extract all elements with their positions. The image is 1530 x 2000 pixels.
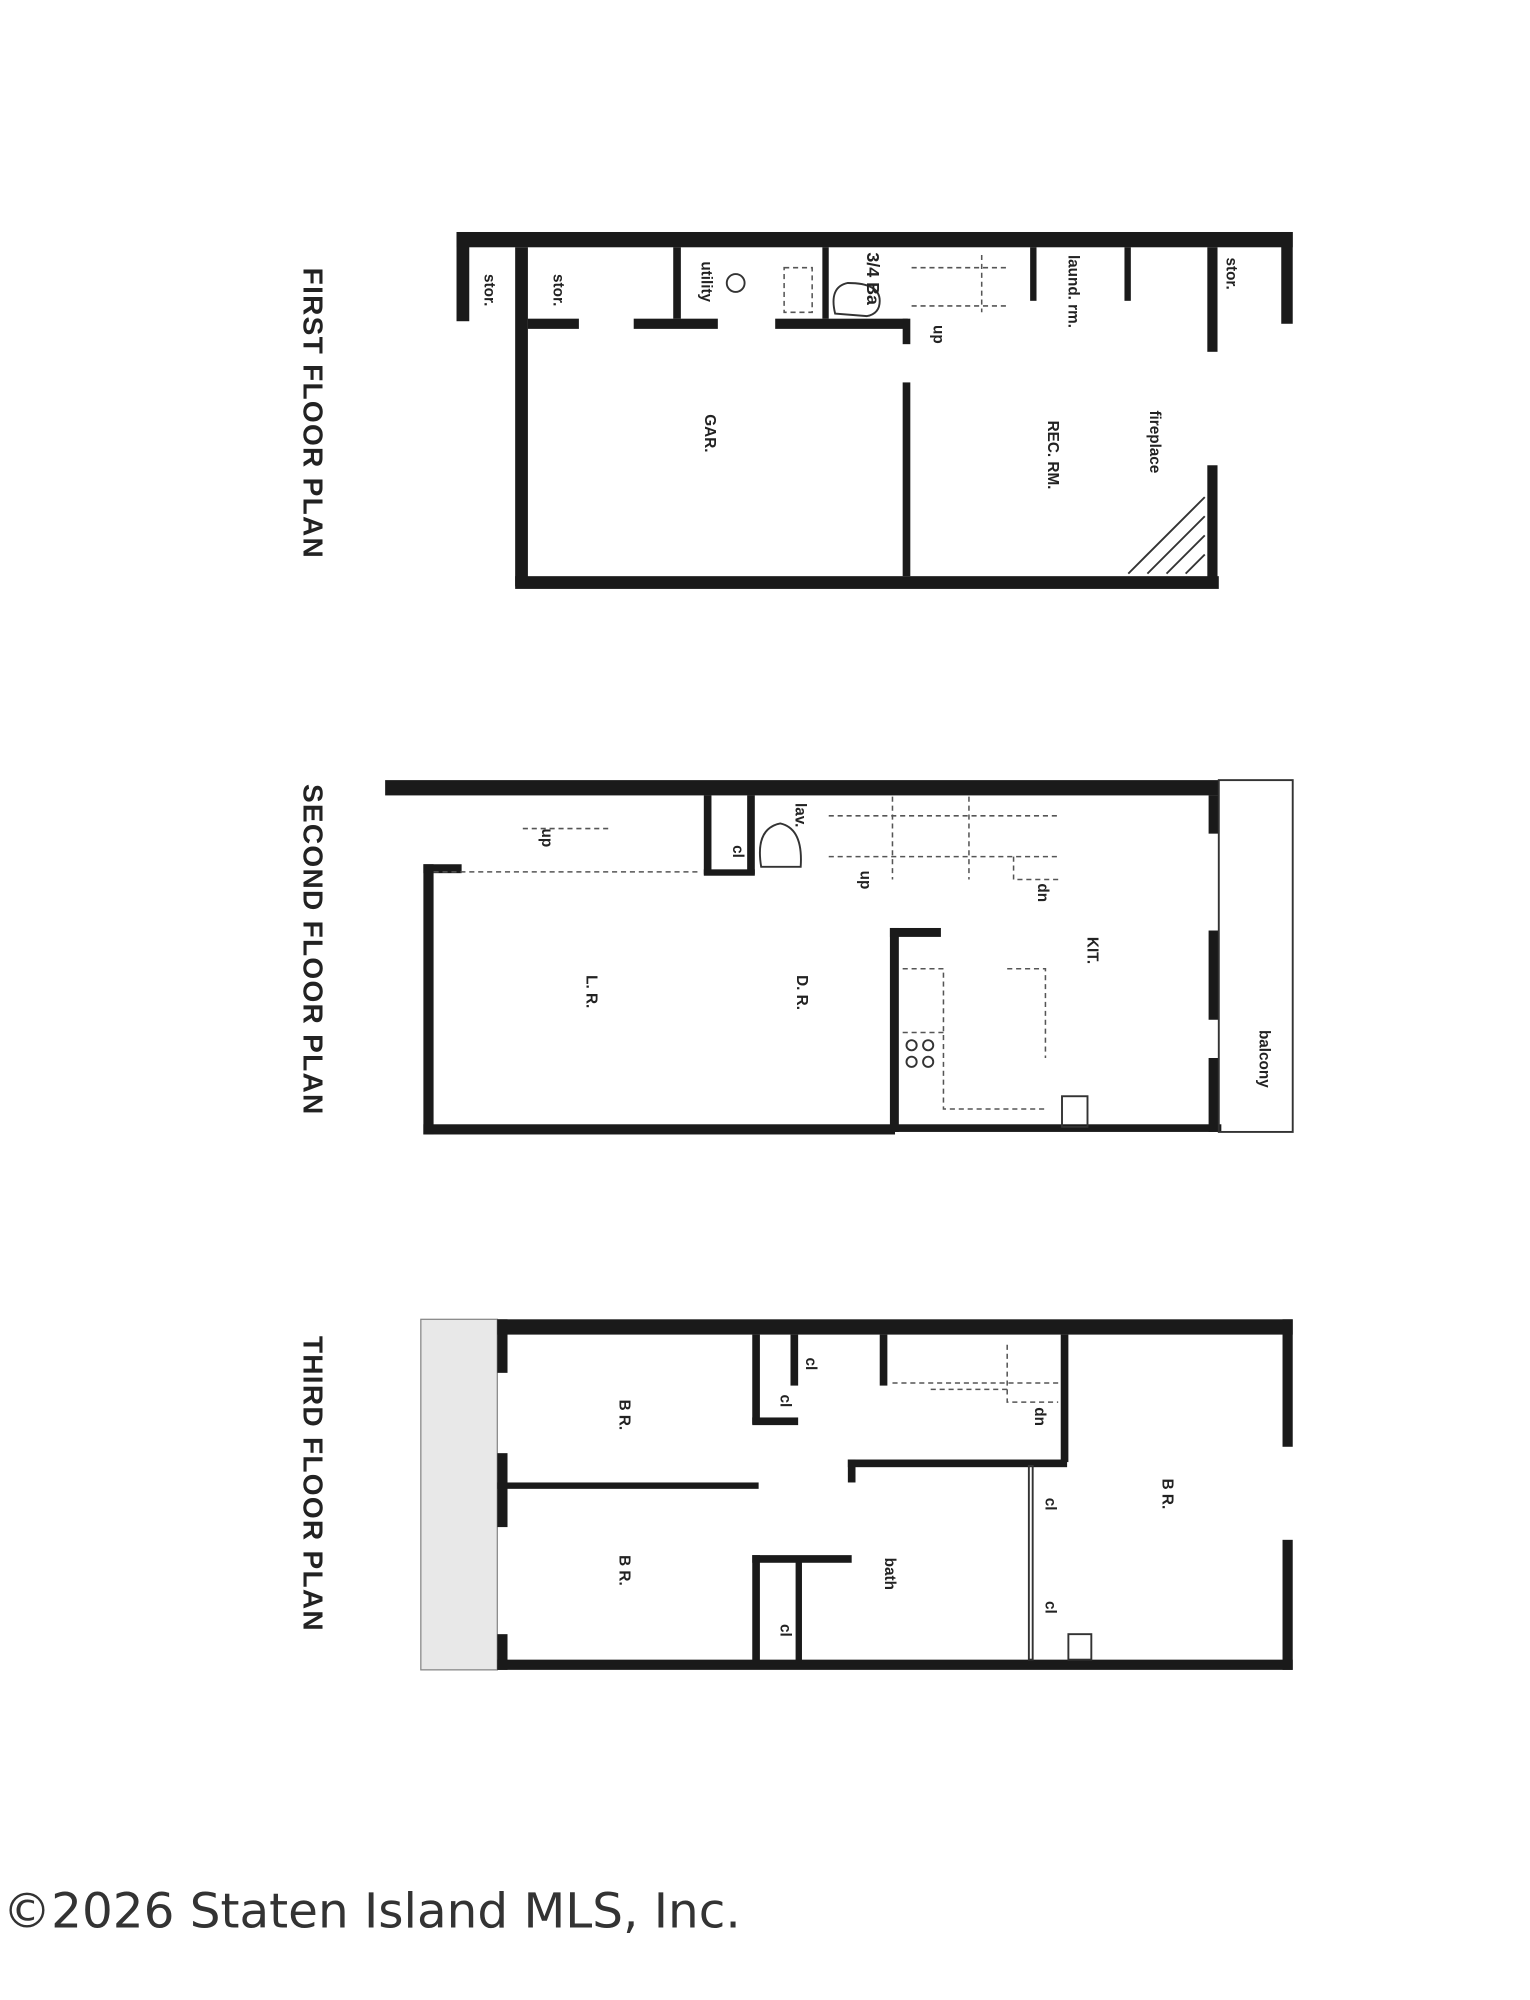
label-lav: lav.	[792, 803, 809, 827]
label-stor-left: stor.	[481, 274, 498, 306]
label-bath: 3/4 Ba	[863, 252, 883, 306]
label-cl1: cl	[802, 1358, 819, 1371]
label-rec: REC. RM.	[1044, 421, 1061, 490]
label-gar: GAR.	[701, 414, 718, 452]
label-stor: stor.	[549, 274, 566, 306]
label-laund: laund. rm.	[1064, 255, 1081, 328]
label-bath: bath	[881, 1558, 898, 1590]
third-floor-plan: THIRD FLOOR PLAN B R. cl cl dn B R. bath…	[298, 1318, 1293, 1671]
first-floor-title: FIRST FLOOR PLAN	[298, 268, 329, 559]
label-utility: utility	[697, 261, 714, 302]
first-floor-plan: FIRST FLOOR PLAN stor. stor. utility 3/4…	[298, 231, 1293, 589]
label-dn: dn	[1031, 1407, 1048, 1426]
copyright-watermark: ©2026 Staten Island MLS, Inc.	[3, 1883, 741, 1939]
label-cl: cl	[729, 845, 746, 858]
second-floor-title: SECOND FLOOR PLAN	[298, 784, 329, 1116]
label-cl3: cl	[776, 1624, 793, 1637]
label-stor-right: stor.	[1222, 257, 1239, 289]
label-balcony: balcony	[1256, 1030, 1273, 1088]
label-cl4: cl	[1041, 1498, 1058, 1511]
third-floor-title: THIRD FLOOR PLAN	[298, 1336, 329, 1632]
label-br3: B R.	[1159, 1479, 1176, 1510]
label-lr: L. R.	[583, 975, 600, 1008]
label-br2: B R.	[616, 1555, 633, 1586]
label-br1: B R.	[616, 1400, 633, 1431]
label-up-left: up	[538, 829, 555, 848]
label-up: up	[857, 871, 874, 890]
second-floor-plan: SECOND FLOOR PLAN up cl lav. up dn L. R.…	[298, 779, 1294, 1135]
label-dr: D. R.	[793, 975, 810, 1010]
label-cl2: cl	[776, 1395, 793, 1408]
label-cl5: cl	[1041, 1601, 1058, 1614]
label-kit: KIT.	[1083, 937, 1100, 964]
label-dn: dn	[1034, 883, 1051, 902]
label-fireplace: fireplace	[1146, 410, 1163, 473]
label-up: up	[929, 325, 946, 344]
